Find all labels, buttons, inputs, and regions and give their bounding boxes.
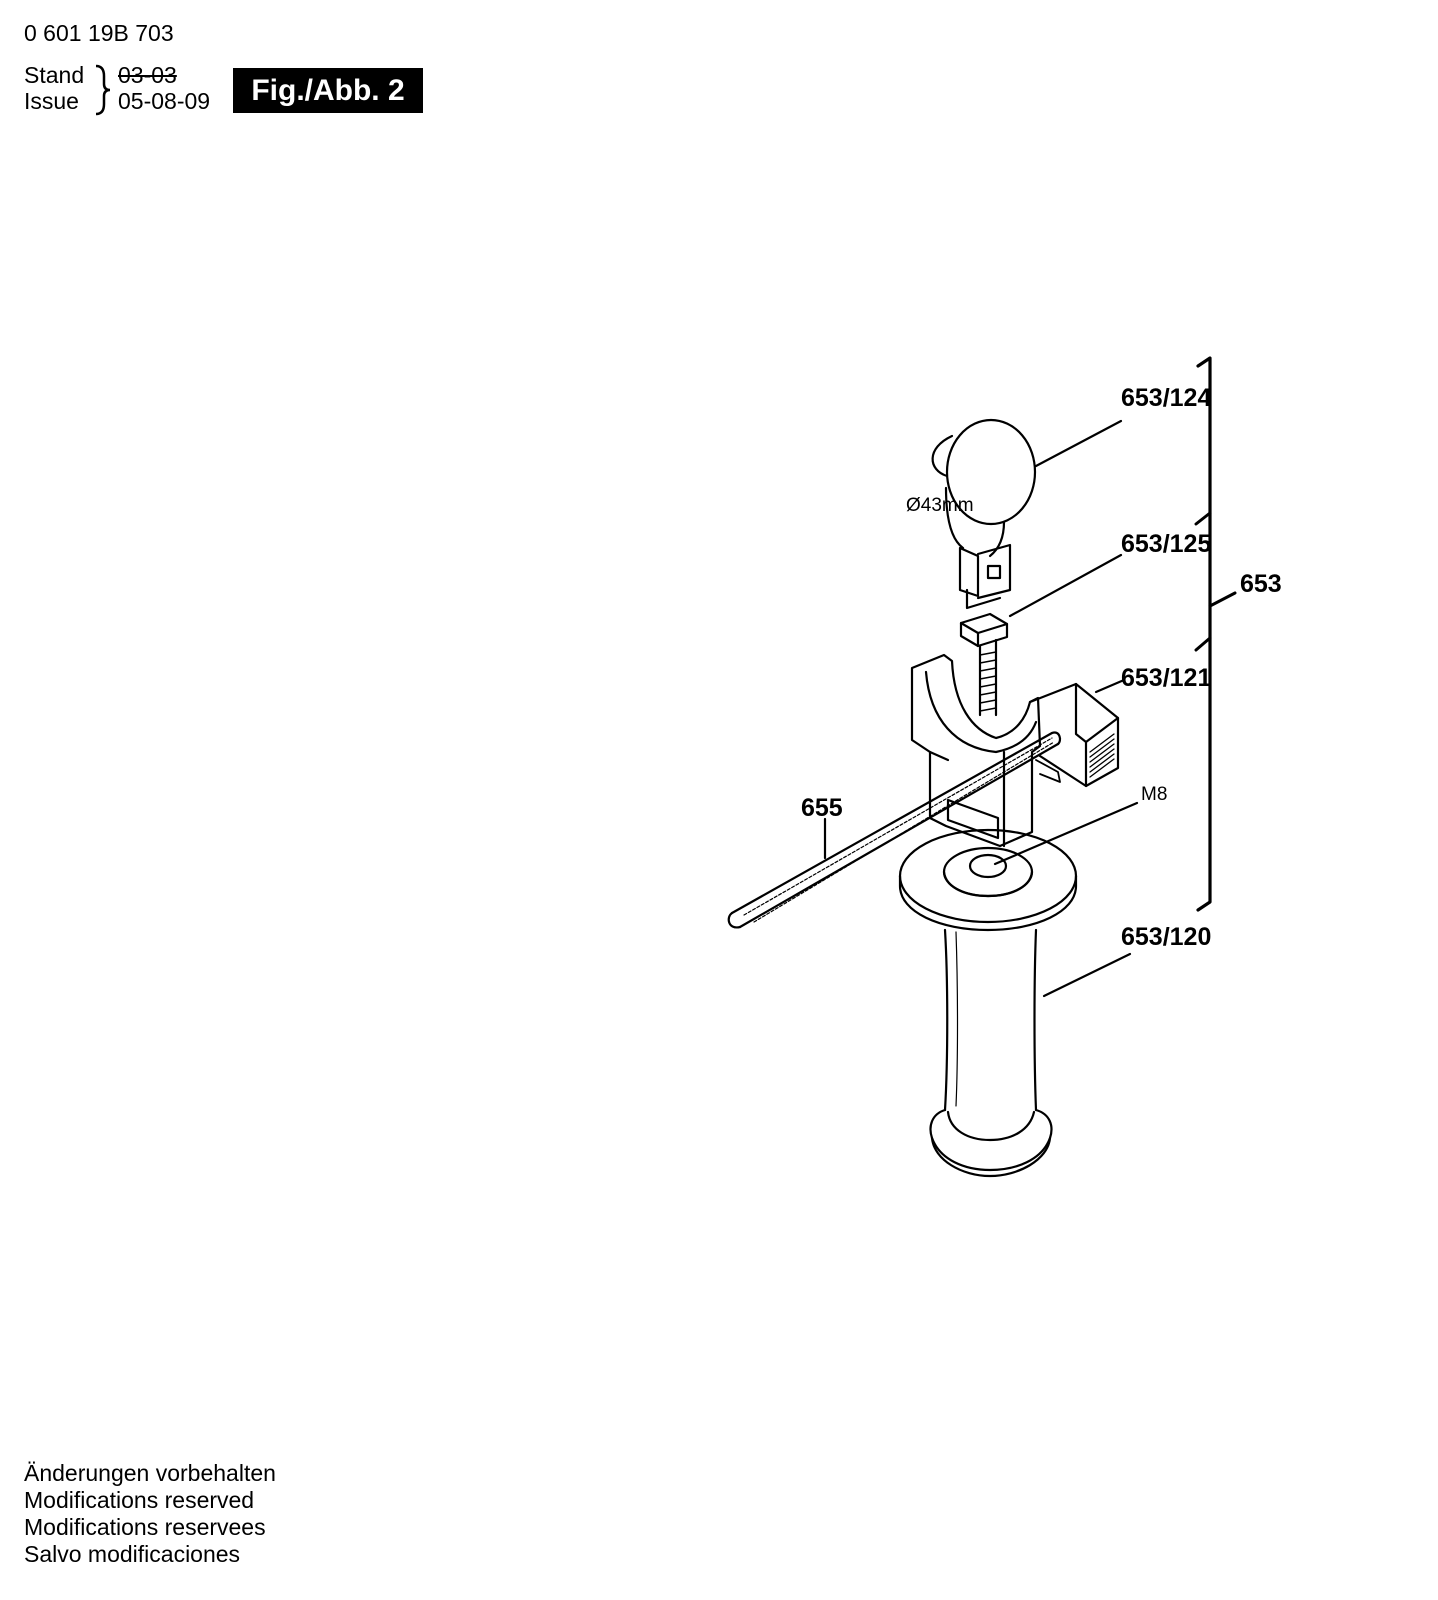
clamp-band-part: [931, 418, 1123, 610]
t-bolt-part: [959, 553, 1123, 717]
modifications-notice: Änderungen vorbehalten Modifications res…: [24, 1460, 276, 1568]
issue-label: Issue: [24, 88, 79, 114]
callout-655: 655: [801, 794, 843, 822]
assembly-bracket: [1194, 356, 1237, 912]
callout-653-121: 653/121: [1121, 664, 1211, 692]
notice-spanish: Salvo modificaciones: [24, 1541, 241, 1567]
callout-653-125: 653/125: [1121, 530, 1211, 558]
stand-date-crossed: 03-03: [118, 62, 177, 88]
part-number: 0 601 19B 703: [24, 20, 174, 46]
notice-german: Änderungen vorbehalten: [24, 1460, 276, 1486]
callout-653-124: 653/124: [1121, 384, 1211, 412]
handle-grip-part: [898, 801, 1139, 1178]
notice-english: Modifications reserved: [24, 1487, 255, 1513]
notice-french: Modifications reservees: [24, 1514, 266, 1540]
figure-label: Fig./Abb. 2: [233, 68, 423, 113]
issue-date: 05-08-09: [118, 88, 211, 114]
thread-size-label: M8: [1141, 784, 1167, 805]
diameter-label: Ø43mm: [906, 495, 974, 516]
brace-icon: [95, 64, 111, 116]
stand-label: Stand: [24, 62, 85, 88]
depth-gauge-rod-part: [727, 731, 1062, 929]
clamp-housing-part: [910, 653, 1126, 848]
callout-653: 653: [1240, 570, 1282, 598]
callout-653-120: 653/120: [1121, 923, 1211, 951]
